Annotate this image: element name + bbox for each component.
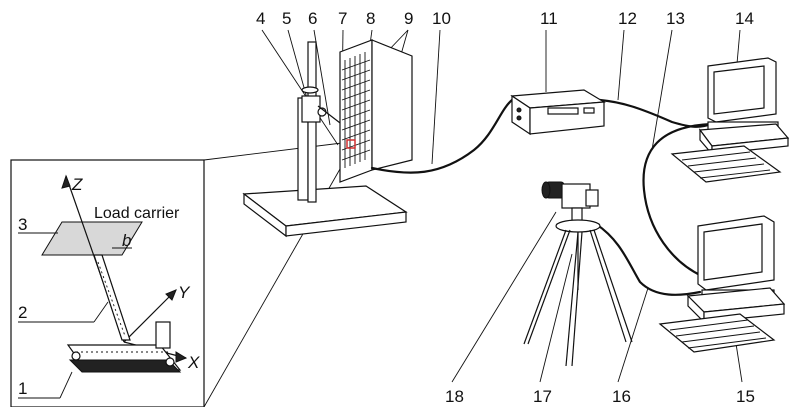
label-1: 1 — [18, 379, 27, 398]
label-11: 11 — [540, 9, 558, 28]
label-6: 6 — [308, 9, 317, 28]
label-4: 4 — [256, 9, 265, 28]
computer-14 — [670, 57, 790, 183]
controller-11 — [510, 89, 606, 136]
cable-10 — [370, 98, 514, 174]
camera-tripod — [523, 181, 633, 367]
axis-z-label: Z — [71, 175, 83, 194]
cables — [370, 98, 714, 296]
label-16: 16 — [612, 387, 631, 406]
label-18: 18 — [445, 387, 464, 406]
inset-detail: b Load carrier 3 Z Y X 2 1 — [10, 141, 353, 407]
label-7: 7 — [338, 9, 347, 28]
cable-12 — [598, 98, 714, 128]
dim-b: b — [122, 231, 131, 250]
label-5: 5 — [282, 9, 291, 28]
computer-15 — [658, 215, 786, 353]
label-2: 2 — [18, 303, 27, 322]
label-17: 17 — [533, 387, 552, 406]
load-carrier-plate — [41, 221, 143, 256]
cable-16 — [594, 222, 702, 296]
label-15: 15 — [736, 387, 755, 406]
label-9: 9 — [404, 9, 413, 28]
axis-y-label: Y — [178, 283, 191, 302]
label-13: 13 — [666, 9, 685, 28]
label-10: 10 — [432, 9, 451, 28]
specimen-highlight — [346, 139, 356, 149]
axis-x-label: X — [187, 353, 200, 372]
load-carrier-label: Load carrier — [94, 205, 180, 222]
label-12: 12 — [618, 9, 637, 28]
test-stand — [242, 39, 413, 238]
column-2 — [93, 254, 131, 341]
label-3: 3 — [18, 215, 27, 234]
cable-13 — [642, 122, 714, 278]
label-14: 14 — [735, 9, 754, 28]
panel-9 — [371, 39, 413, 171]
label-8: 8 — [366, 9, 375, 28]
